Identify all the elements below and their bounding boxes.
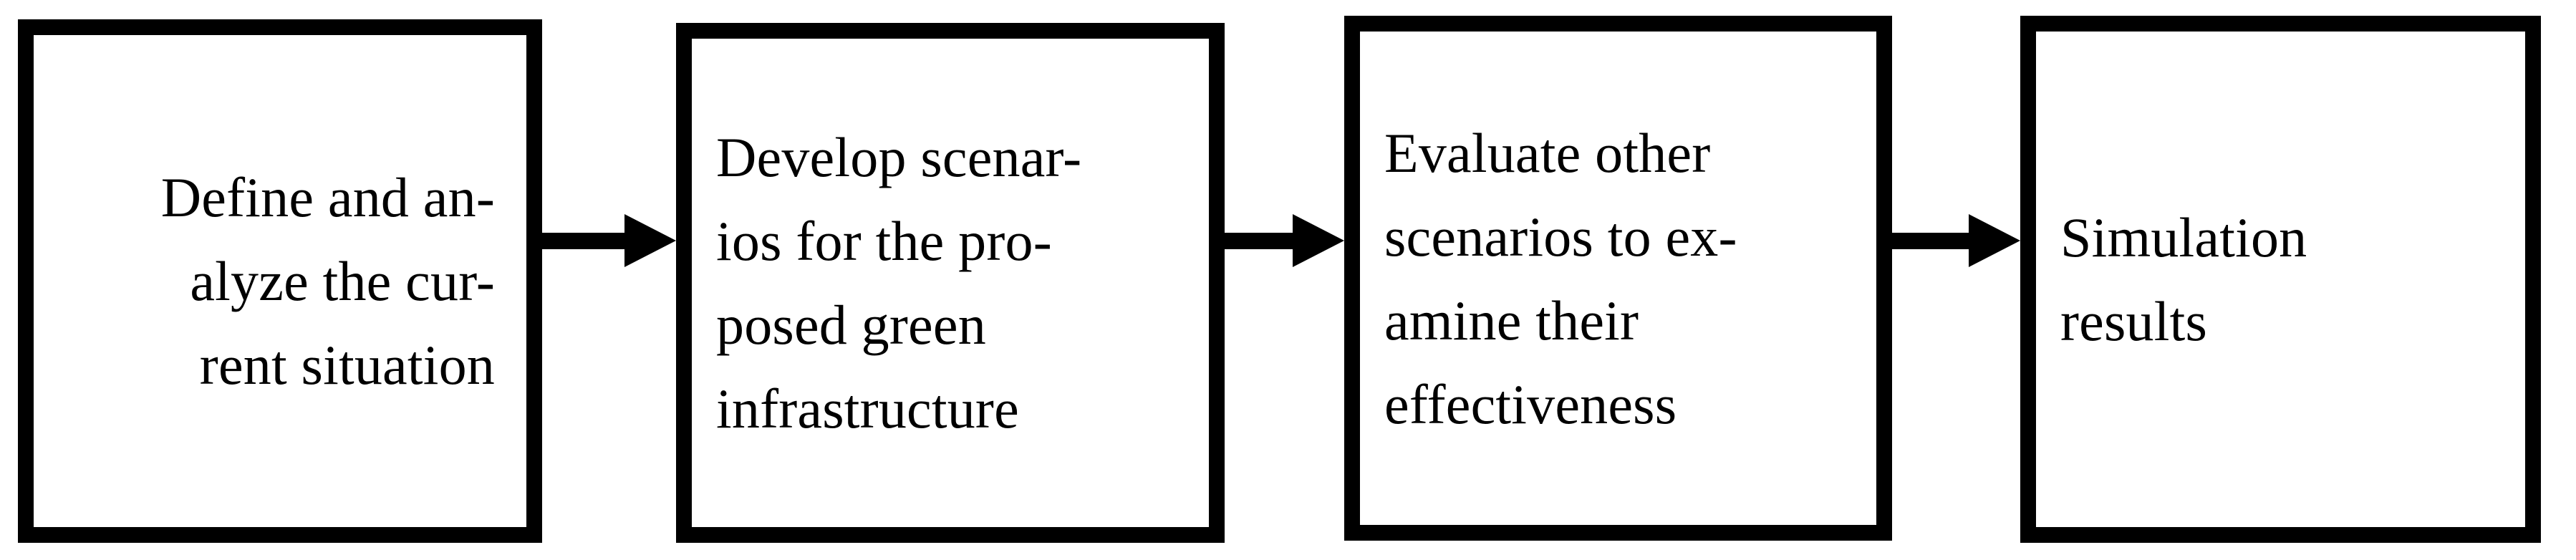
flow-step-2-label: Develop scenar- ios for the pro- posed g… [716,126,1082,440]
arrow-shaft [542,233,635,249]
flow-step-3-box[interactable]: Evaluate other scenarios to ex- amine th… [1344,16,1892,541]
arrow-head [1969,214,2020,267]
arrow-head [1293,214,1344,267]
flow-step-4-label: Simulation results [2060,206,2307,352]
flow-step-4-box[interactable]: Simulation results [2020,16,2541,543]
flow-step-3-label: Evaluate other scenarios to ex- amine th… [1384,121,1737,435]
arrow-shaft [1892,233,1979,249]
flow-step-1-label: Define and an- alyze the cur- rent situa… [160,166,495,396]
flow-step-1-box[interactable]: Define and an- alyze the cur- rent situa… [18,19,542,543]
arrow-head [624,214,676,267]
flow-step-2-box[interactable]: Develop scenar- ios for the pro- posed g… [676,23,1225,543]
arrow-shaft [1225,233,1303,249]
